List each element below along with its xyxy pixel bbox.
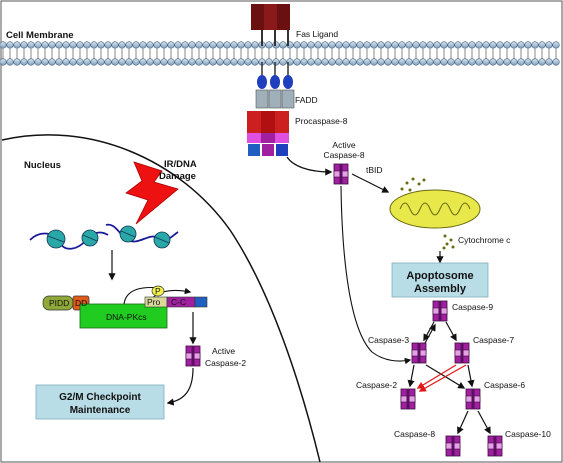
p-label: P — [155, 286, 161, 296]
tbid-label: tBID — [366, 165, 383, 175]
active-caspase2-label-line2: Caspase-2 — [205, 358, 246, 368]
caspase9-label: Caspase-9 — [452, 302, 493, 312]
arrow-caspase8-to-caspase3 — [340, 185, 412, 365]
mitochondrion-icon — [389, 177, 481, 250]
apoptosome-box — [391, 262, 489, 298]
caspase9-icon — [432, 300, 448, 322]
active-caspase2-icon — [185, 345, 201, 367]
cc-label: C-C — [171, 297, 186, 307]
caspase2-cascade-icon — [400, 388, 416, 410]
arrow-caspase8-to-mito — [351, 173, 390, 193]
active-caspase2-label-line1: Active — [212, 346, 235, 356]
pidd-dnapkcs-complex — [42, 285, 208, 329]
caspase3-label: Caspase-3 — [368, 335, 409, 345]
dd-label: DD — [75, 298, 87, 308]
fadd-label: FADD — [295, 95, 318, 105]
cytochrome-c-label: Cytochrome c — [458, 235, 511, 245]
caspase2-cascade-label: Caspase-2 — [356, 380, 397, 390]
caspase3-icon — [411, 342, 427, 364]
cell-membrane-label: Cell Membrane — [6, 30, 74, 41]
fas-ligand — [251, 4, 290, 46]
caspase8-cascade-icon — [445, 435, 461, 457]
fas-ligand-label: Fas Ligand — [296, 29, 338, 39]
fas-receptor-complex — [247, 62, 295, 156]
procaspase8-label: Procaspase-8 — [295, 116, 348, 126]
caspase10-icon — [487, 435, 503, 457]
arrow-procaspase-to-active — [286, 156, 333, 176]
nucleus-envelope — [1, 134, 321, 463]
caspase10-label: Caspase-10 — [505, 429, 551, 439]
caspase7-label: Caspase-7 — [473, 335, 514, 345]
pro-label: Pro — [147, 297, 161, 307]
checkpoint-box — [35, 384, 165, 420]
cascade-arrows — [407, 321, 491, 435]
active-caspase8-label-line2: Caspase-8 — [323, 150, 364, 160]
dna-pkcs-label: DNA-PKcs — [106, 312, 147, 322]
caspase7-icon — [454, 342, 470, 364]
checkpoint-title-line2: Maintenance — [70, 405, 131, 416]
apoptosome-title-line1: Apoptosome — [406, 270, 473, 282]
caspase8-cascade-label: Caspase-8 — [394, 429, 435, 439]
pidd-label: PIDD — [49, 298, 69, 308]
caspase6-label: Caspase-6 — [484, 380, 525, 390]
caspase6-icon — [465, 388, 481, 410]
dna-nucleosomes — [29, 223, 179, 250]
apoptosome-title-line2: Assembly — [414, 283, 467, 295]
active-caspase8-label-line1: Active — [332, 140, 355, 150]
ir-dna-label-line1: IR/DNA — [164, 159, 197, 170]
nucleus-label: Nucleus — [24, 160, 61, 171]
lightning-icon — [125, 161, 179, 225]
cell-membrane — [0, 41, 560, 66]
checkpoint-title-line1: G2/M Checkpoint — [59, 392, 141, 403]
arrow-caspase2-to-checkpoint — [166, 367, 194, 406]
ir-dna-label-line2: Damage — [159, 171, 196, 182]
active-caspase8-icon — [333, 163, 349, 185]
